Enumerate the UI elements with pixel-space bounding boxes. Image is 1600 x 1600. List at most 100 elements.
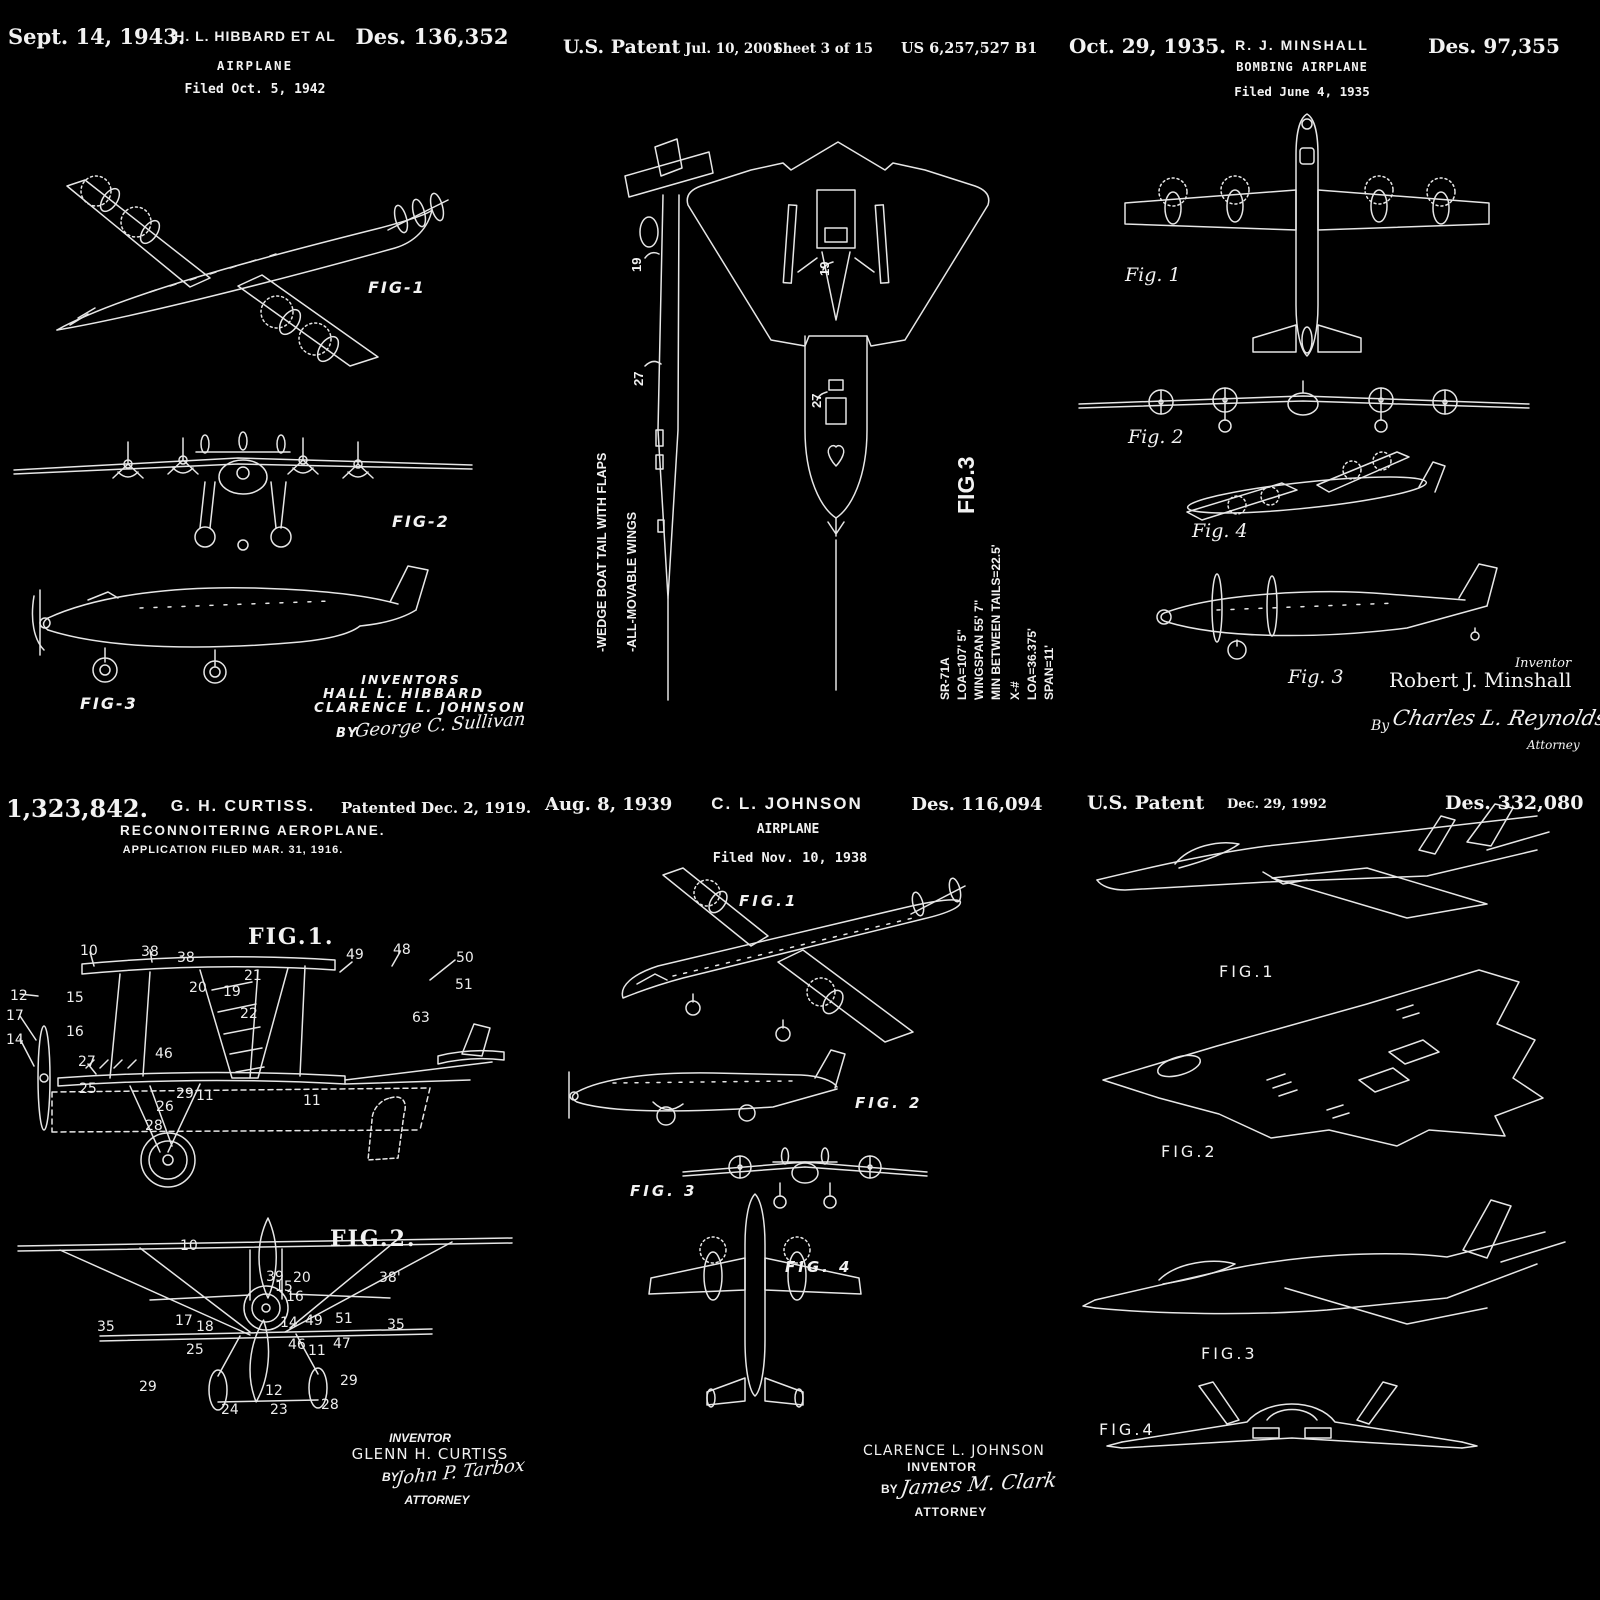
patent-date: Aug. 8, 1939 (545, 794, 655, 815)
annotation-movable-wings: -ALL-MOVABLE WINGS (625, 540, 639, 652)
patent-number: US 6,257,527 B1 (901, 40, 1037, 57)
callout-number: 48 (393, 942, 411, 958)
figure-label-1: FIG.1 (739, 892, 798, 910)
figure-label-4: Fig. 4 (1192, 520, 1248, 542)
spec-line: LOA=36.375' (1024, 600, 1041, 700)
callout-number: 12 (10, 988, 28, 1004)
sheet-number: Sheet 3 of 15 (773, 41, 873, 57)
attorney-signature: Charles L. Reynolds (1390, 706, 1575, 730)
figure-label-3: FIG.3 (953, 396, 980, 514)
spec-block-sr71: SR-71A LOA=107' 5" WINGSPAN 55' 7" MIN B… (937, 548, 1005, 700)
inventor-name: H. L. HIBBARD ET AL (155, 28, 355, 44)
callout-number: 11 (196, 1088, 214, 1104)
figure-label-3: FIG-3 (80, 694, 138, 713)
callout-19-left: 19 (629, 248, 644, 272)
figure-label-2: FIG. 2 (855, 1094, 923, 1112)
figure-label-3: FIG.3 (1201, 1344, 1258, 1363)
patent-label: U.S. Patent (563, 36, 680, 58)
figure-label-4: FIG.4 (1099, 1420, 1156, 1439)
callout-number: 15 (66, 990, 84, 1006)
callout-number: 16 (286, 1289, 304, 1305)
figure-label-2: FIG-2 (392, 512, 450, 531)
figure-label-1: FIG-1 (368, 278, 426, 297)
callout-number: 38' (379, 1270, 401, 1286)
inventors-label: INVENTORS (351, 672, 471, 687)
spec-line: WINGSPAN 55' 7" (971, 548, 988, 700)
inventor-label: INVENTOR (370, 1431, 470, 1445)
patent-title: AIRPLANE (718, 822, 858, 837)
callout-number: 17 (175, 1313, 193, 1329)
callout-number: 26 (156, 1099, 174, 1115)
patent-title: BOMBING AIRPLANE (1232, 60, 1372, 74)
spec-line: X-# (1007, 600, 1024, 700)
callout-number: 46 (288, 1337, 306, 1353)
callout-number: 50 (456, 950, 474, 966)
patent-panel-minshall: Oct. 29, 1935. R. J. MINSHALL Des. 97,35… (1067, 0, 1600, 780)
figure-label-2: FIG.2. (330, 1226, 417, 1252)
callout-number: 20 (189, 980, 207, 996)
callout-number: 10 (80, 943, 98, 959)
spec-line: LOA=107' 5" (954, 548, 971, 700)
patent-panel-curtiss: 1,323,842. G. H. CURTISS. Patented Dec. … (0, 780, 533, 1600)
callout-27-right: 27 (809, 384, 824, 408)
patented-date: Patented Dec. 2, 1919. (341, 799, 511, 817)
callout-number: 49 (305, 1313, 323, 1329)
callout-number: 38 (177, 950, 195, 966)
figure-label-2: Fig. 2 (1128, 426, 1184, 448)
patent-panel-hibbard: Sept. 14, 1943. H. L. HIBBARD ET AL Des.… (0, 0, 533, 780)
spec-line: MIN BETWEEN TAILS=22.5' (988, 548, 1005, 700)
figure-label-4: FIG. 4 (785, 1258, 853, 1276)
callout-number: 35 (387, 1317, 405, 1333)
constellation-drawings (0, 0, 533, 780)
callout-number: 27 (78, 1054, 96, 1070)
patent-number: 1,323,842. (6, 794, 148, 823)
callout-number: 23 (270, 1402, 288, 1418)
attorney-label: ATTORNEY (901, 1505, 1001, 1519)
callout-number: 51 (335, 1311, 353, 1327)
filed-date: Filed Oct. 5, 1942 (165, 82, 345, 97)
fighter-drawings (1067, 780, 1600, 1600)
figure-label-3: Fig. 3 (1288, 666, 1344, 688)
filed-date: Filed June 4, 1935 (1222, 84, 1382, 99)
application-line: APPLICATION FILED MAR. 31, 1916. (113, 844, 353, 856)
callout-number: 17 (6, 1008, 24, 1024)
callout-number: 46 (155, 1046, 173, 1062)
figure-label-3: FIG. 3 (630, 1182, 698, 1200)
inventor-name: C. L. JOHNSON (697, 794, 877, 814)
spec-block-x: X-# LOA=36.375' SPAN=11' (1007, 600, 1058, 700)
patent-date: Jul. 10, 2001 (685, 41, 782, 57)
callout-number: 49 (346, 947, 364, 963)
callout-number: 29 (176, 1086, 194, 1102)
patent-title: RECONNOITERING AEROPLANE. (120, 823, 360, 838)
callout-number: 25 (186, 1342, 204, 1358)
inventor-name: G. H. CURTISS. (163, 798, 323, 816)
by-label: By (1371, 718, 1389, 734)
callout-number: 22 (240, 1006, 258, 1022)
callout-number: 28 (321, 1397, 339, 1413)
spec-line: SPAN=11' (1041, 600, 1058, 700)
inventor-name: R. J. MINSHALL (1212, 37, 1392, 53)
figure-label-1: FIG.1. (248, 924, 335, 950)
callout-number: 14 (6, 1032, 24, 1048)
annotation-wedge-tail: -WEDGE BOAT TAIL WITH FLAPS (595, 472, 609, 652)
figure-label-2: FIG.2 (1161, 1142, 1218, 1161)
patent-date: Dec. 29, 1992 (1227, 797, 1327, 812)
callout-number: 19 (223, 984, 241, 1000)
patent-label: U.S. Patent (1087, 792, 1204, 814)
inventor-name-line: CLARENCE L. JOHNSON (863, 1443, 1043, 1459)
callout-number: 11 (303, 1093, 321, 1109)
figure-label-1: FIG.1 (1219, 962, 1276, 981)
callout-number: 10 (180, 1238, 198, 1254)
patent-date: Oct. 29, 1935. (1069, 34, 1226, 58)
callout-number: 12 (265, 1383, 283, 1399)
patent-panel-johnson: Aug. 8, 1939 C. L. JOHNSON Des. 116,094 … (533, 780, 1067, 1600)
callout-number: 28 (145, 1118, 163, 1134)
callout-number: 29 (340, 1373, 358, 1389)
callout-27-left: 27 (631, 362, 646, 386)
callout-number: 47 (333, 1336, 351, 1352)
callout-number: 38 (141, 944, 159, 960)
patent-number: Des. 332,080 (1445, 792, 1583, 814)
patent-number: Des. 116,094 (897, 794, 1057, 815)
callout-number: 21 (244, 968, 262, 984)
